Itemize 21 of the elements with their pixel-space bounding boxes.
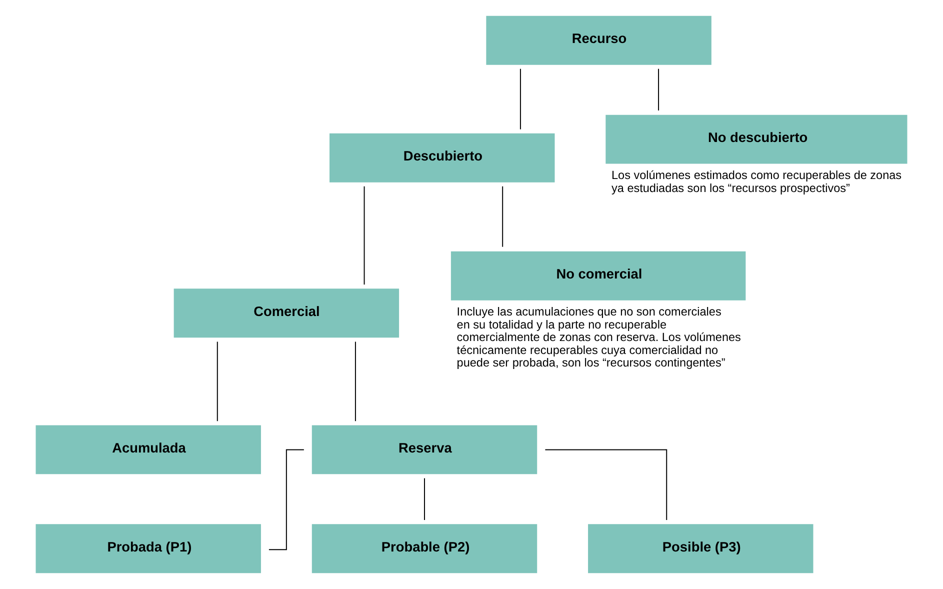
connector <box>216 341 218 422</box>
connector <box>502 186 504 248</box>
node-box: No descubierto <box>606 114 908 164</box>
node-box: Descubierto <box>330 133 555 182</box>
connector <box>424 478 425 521</box>
node-box: Probable (P2) <box>312 524 538 574</box>
connector <box>268 449 304 550</box>
node-box: Probada (P1) <box>36 524 261 574</box>
node-label: Incluye las acumulaciones que no son comerciales en su totalidad y la parte no recuperable comercialmente de zonas con reserva. Los volúmenes técnicamente recuperables cuya comercialidad no puede ser probada, son los “recursos contingentes” <box>456 306 741 370</box>
connector <box>364 186 365 286</box>
node-label: Los volúmenes estimados como recuperables de zonas ya estudiadas son los “recursos prospectivos” <box>612 169 902 195</box>
node-box: Posible (P3) <box>588 524 814 574</box>
connector <box>544 449 668 520</box>
connector <box>658 68 660 111</box>
connector <box>354 341 356 422</box>
node-box: No comercial <box>450 251 746 300</box>
node-box: Acumulada <box>36 425 261 474</box>
node-box: Recurso <box>486 16 712 65</box>
node-box: Reserva <box>312 425 538 474</box>
node-box: Comercial <box>174 288 400 338</box>
connector <box>520 68 521 130</box>
